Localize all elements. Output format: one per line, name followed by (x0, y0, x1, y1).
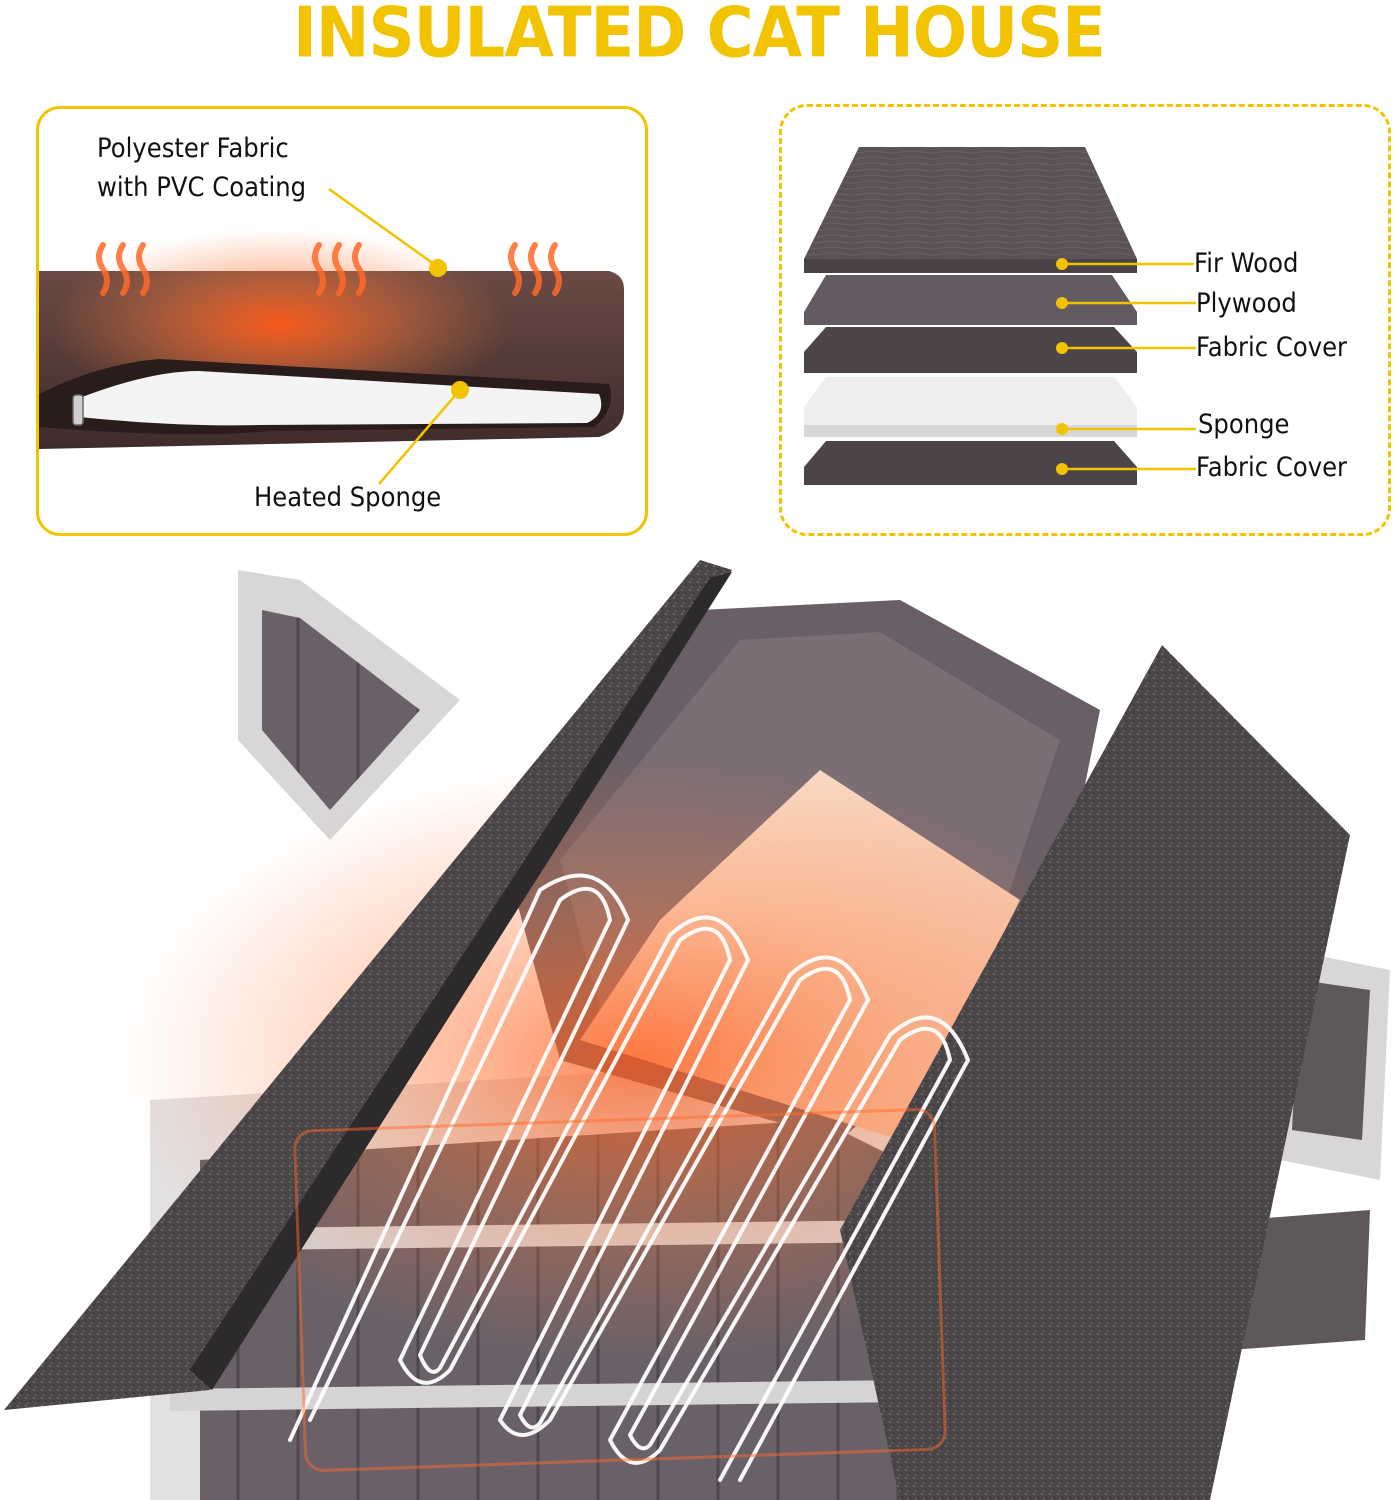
layer-label-sponge: Sponge (1198, 409, 1290, 440)
layer-label-fir-wood: Fir Wood (1194, 248, 1299, 279)
fabric-cover-layer-2 (804, 441, 1137, 485)
layer-stack-diagram (804, 147, 1196, 485)
layer-label-fabric-cover-1: Fabric Cover (1196, 332, 1348, 363)
fir-wood-layer (804, 147, 1137, 259)
left-roof-panel (4, 560, 732, 1410)
sponge-marker-dot (451, 381, 469, 399)
fabric-label-line1: Polyester Fabric (97, 133, 289, 164)
layer-label-fabric-cover-2: Fabric Cover (1196, 452, 1348, 483)
layers-callout-panel: Fir Wood Plywood Fabric Cover Sponge Fab… (779, 104, 1391, 536)
fabric-marker-dot (429, 259, 447, 277)
cushion-illustration (39, 187, 624, 485)
heating-coil-icon (288, 873, 971, 1482)
fabric-label-line2: with PVC Coating (97, 172, 307, 203)
sponge-label: Heated Sponge (254, 482, 442, 513)
sponge-layer (804, 377, 1137, 437)
plywood-layer (804, 275, 1137, 325)
cushion-callout-panel: Polyester Fabric with PVC Coating Heated… (36, 106, 648, 536)
cat-house-photo (4, 560, 1390, 1500)
layer-label-plywood: Plywood (1196, 288, 1297, 319)
page-title: INSULATED CAT HOUSE (293, 0, 1106, 74)
right-roof-panel (840, 645, 1350, 1500)
fabric-cover-layer-1 (804, 327, 1137, 373)
